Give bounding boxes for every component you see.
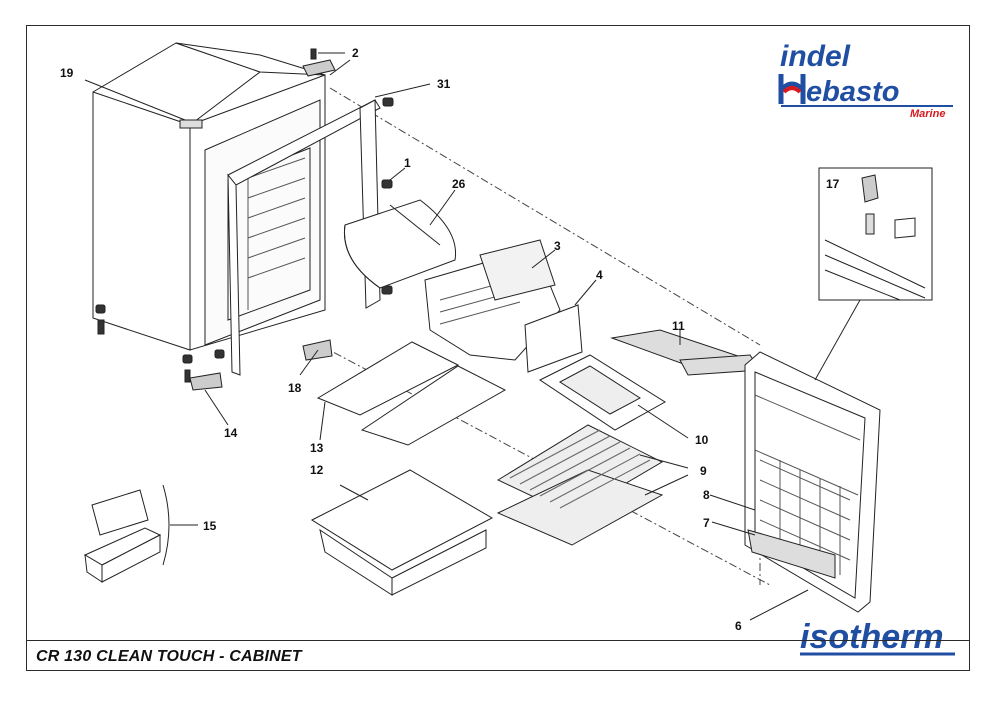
callout-8: 8 xyxy=(703,488,710,502)
glass-shelves xyxy=(316,341,507,446)
wire-shelves xyxy=(496,424,664,546)
callout-1: 1 xyxy=(404,156,411,170)
bushing xyxy=(182,354,193,364)
logo-webasto-text: ebasto xyxy=(806,76,899,108)
evaporator-door xyxy=(524,304,583,373)
callout-17: 17 xyxy=(826,177,840,191)
refrigerator-door xyxy=(744,351,881,613)
screw xyxy=(184,369,191,383)
logo-w-mark xyxy=(778,74,806,104)
ice-tray xyxy=(83,484,170,583)
indel-webasto-logo: indel ebasto Marine xyxy=(778,40,953,120)
screw xyxy=(97,319,105,335)
callout-11: 11 xyxy=(672,319,685,333)
callout-18: 18 xyxy=(288,381,302,395)
logo-indel-text: indel xyxy=(780,40,851,73)
bushing xyxy=(381,179,393,189)
bushing xyxy=(95,304,106,314)
callout-10: 10 xyxy=(695,433,709,447)
callout-13: 13 xyxy=(310,441,324,455)
callout-6: 6 xyxy=(735,619,742,633)
callout-15: 15 xyxy=(203,519,217,533)
inner-tray xyxy=(539,354,666,431)
crisper-box xyxy=(310,469,494,596)
screw xyxy=(310,48,317,60)
callout-labels: 2 19 31 1 26 3 4 17 11 18 13 14 10 12 9 … xyxy=(60,46,840,633)
hinge-top xyxy=(302,59,336,77)
logo-isotherm-text: isotherm xyxy=(800,618,944,656)
callout-3: 3 xyxy=(554,239,561,253)
callout-12: 12 xyxy=(310,463,324,477)
callout-31: 31 xyxy=(437,77,451,91)
bushing xyxy=(381,285,393,295)
guide-line xyxy=(329,87,761,346)
hinge-lower xyxy=(189,372,223,391)
logo-marine-text: Marine xyxy=(910,108,945,120)
callout-9: 9 xyxy=(700,464,707,478)
leader-lines xyxy=(84,52,809,621)
callout-19: 19 xyxy=(60,66,74,80)
title-bar: CR 130 CLEAN TOUCH - CABINET xyxy=(26,640,970,671)
isotherm-logo: isotherm xyxy=(800,618,955,656)
evaporator-cover xyxy=(343,199,457,289)
fasteners xyxy=(95,48,394,383)
callout-26: 26 xyxy=(452,177,466,191)
callout-7: 7 xyxy=(703,516,710,530)
diagram-title: CR 130 CLEAN TOUCH - CABINET xyxy=(36,648,302,665)
cabinet-body xyxy=(92,42,326,351)
bushing xyxy=(382,97,394,107)
logo-wave-mark xyxy=(782,86,802,94)
callout-2: 2 xyxy=(352,46,359,60)
bushing xyxy=(214,349,225,359)
drip-tray xyxy=(610,329,761,376)
lock-detail-box xyxy=(814,167,933,381)
callout-14: 14 xyxy=(224,426,238,440)
callout-4: 4 xyxy=(596,268,603,282)
